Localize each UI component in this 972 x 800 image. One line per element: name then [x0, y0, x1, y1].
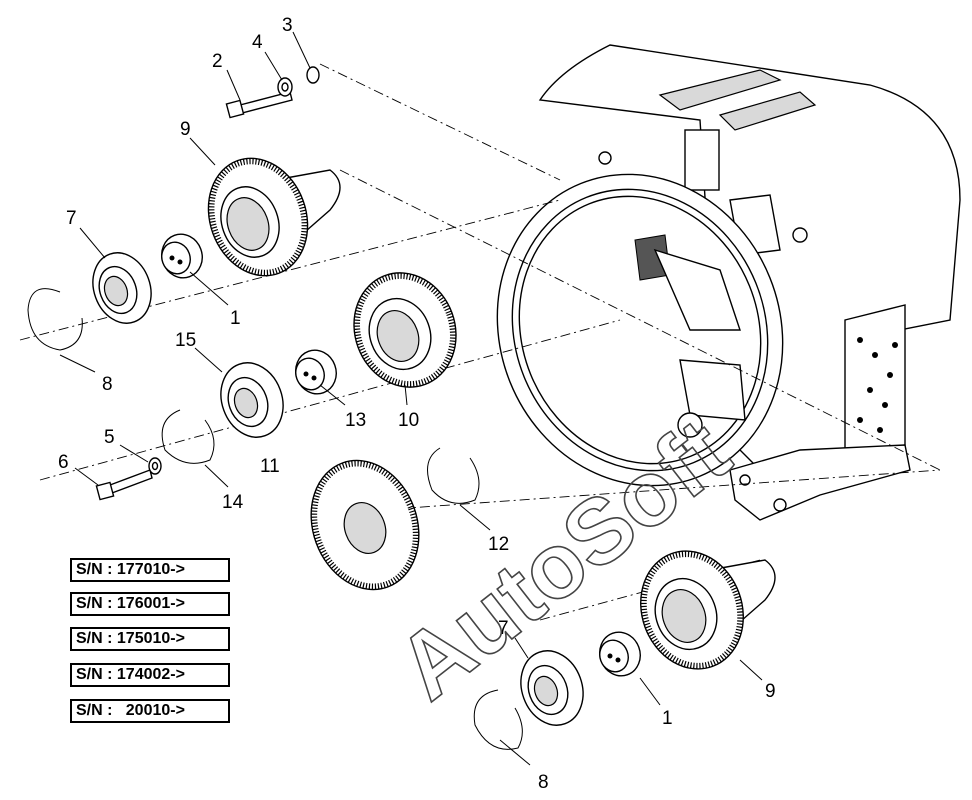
- callout-8-upper: 8: [102, 374, 113, 395]
- gear-10: [353, 272, 457, 388]
- callout-12: 12: [488, 534, 509, 555]
- callout-13: 13: [345, 410, 366, 431]
- bushing-13: [295, 349, 337, 395]
- callout-7-lower: 7: [498, 618, 509, 639]
- callout-6: 6: [58, 452, 69, 473]
- callout-14: 14: [222, 492, 244, 513]
- bearing-7-upper: [92, 252, 152, 324]
- snap-ring-8-upper: [27, 288, 83, 351]
- bolt-2: [225, 91, 293, 119]
- serial-number-box: S/N : 177010->: [70, 558, 230, 582]
- callout-5: 5: [104, 427, 115, 448]
- callout-8-lower: 8: [538, 772, 549, 793]
- snap-ring-8-lower: [473, 689, 523, 750]
- washer-5: [148, 457, 162, 475]
- gear-9-lower: [640, 550, 776, 670]
- bolt-6: [95, 469, 153, 501]
- bushing-1-upper: [161, 233, 203, 279]
- serial-number-box: S/N : 174002->: [70, 663, 230, 687]
- bearing-15: [220, 362, 284, 438]
- callout-1-upper: 1: [230, 308, 241, 329]
- gear-9-upper: [207, 157, 341, 277]
- serial-number-box: S/N : 176001->: [70, 592, 230, 616]
- callout-9-upper: 9: [180, 119, 191, 140]
- callout-3: 3: [282, 15, 293, 36]
- callout-2: 2: [212, 51, 223, 72]
- gear-11: [310, 459, 420, 591]
- callout-11: 11: [260, 456, 280, 477]
- callout-labels: 2 4 3 9 7 1 15 8 13 10 5 6 11 14 12 7 9 …: [58, 15, 776, 793]
- callout-4: 4: [252, 32, 263, 53]
- snap-ring-14: [161, 409, 215, 464]
- callout-1-lower: 1: [662, 708, 673, 729]
- callout-leaders: [59, 31, 763, 766]
- callout-9-lower: 9: [765, 681, 776, 702]
- callout-7-upper: 7: [66, 208, 77, 229]
- callout-10: 10: [398, 410, 419, 431]
- snap-ring-12: [427, 447, 480, 504]
- serial-number-box: S/N : 175010->: [70, 627, 230, 651]
- washer-4: [277, 77, 293, 97]
- callout-15: 15: [175, 330, 196, 351]
- serial-number-box: S/N : 20010->: [70, 699, 230, 723]
- bushing-1-lower: [599, 631, 641, 677]
- washer-3: [306, 66, 320, 84]
- bearing-7-lower: [520, 650, 584, 726]
- transmission-housing: [496, 44, 961, 521]
